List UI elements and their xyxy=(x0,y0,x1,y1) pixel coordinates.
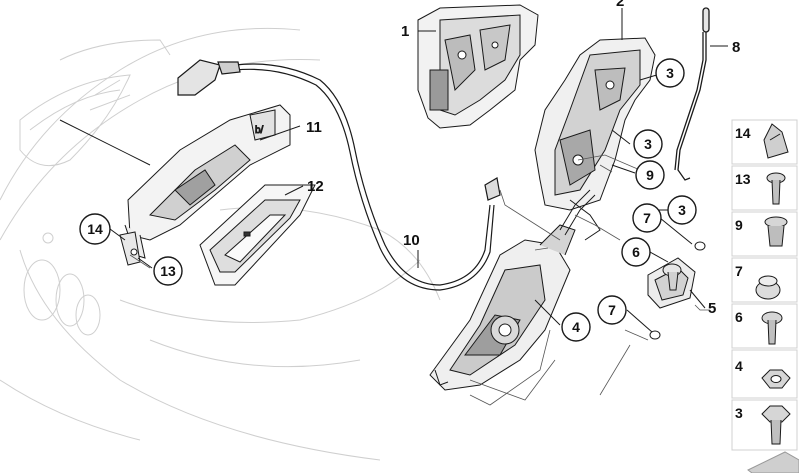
side-panel-row-6: 6 xyxy=(731,303,798,349)
plug-icon xyxy=(755,275,781,300)
corner-tile xyxy=(747,451,799,473)
part-7-plugs xyxy=(649,241,706,340)
part-8-rod xyxy=(674,7,710,181)
svg-text:9: 9 xyxy=(735,217,743,233)
part-1-lock-housing xyxy=(417,4,539,129)
callout-7b: 7 xyxy=(597,295,627,325)
clip-icon xyxy=(763,123,789,159)
callout-6: 6 xyxy=(621,237,651,267)
bracket-clip xyxy=(119,231,141,266)
callout-4: 4 xyxy=(561,312,591,342)
side-panel-row-3: 3 xyxy=(731,399,798,451)
svg-text:b/: b/ xyxy=(255,125,264,136)
svg-text:10: 10 xyxy=(403,232,420,249)
screw-icon xyxy=(761,311,783,345)
part-2-door-lock xyxy=(534,37,656,241)
linkage xyxy=(559,189,596,236)
hex-nut-icon xyxy=(761,369,791,389)
part-4-actuator xyxy=(429,224,576,391)
svg-text:12: 12 xyxy=(307,178,324,195)
svg-text:6: 6 xyxy=(735,309,743,325)
callout-7a: 7 xyxy=(632,203,662,233)
callout-2: 2 xyxy=(616,0,624,10)
door-background xyxy=(0,27,441,461)
side-panel-row-4: 4 xyxy=(731,349,798,399)
svg-text:13: 13 xyxy=(160,263,176,279)
svg-text:7: 7 xyxy=(608,302,616,318)
side-panel-row-9: 9 xyxy=(731,211,798,257)
svg-text:3: 3 xyxy=(644,136,652,152)
callout-10: 10 xyxy=(403,232,420,249)
svg-text:7: 7 xyxy=(643,210,651,226)
callout-11: 11 xyxy=(306,119,322,136)
leader-lines xyxy=(129,154,710,406)
callout-lines xyxy=(59,8,728,333)
side-panel-row-7: 7 xyxy=(731,257,798,303)
svg-text:14: 14 xyxy=(735,125,751,141)
callout-3a: 3 xyxy=(655,58,685,88)
hex-bolt-icon xyxy=(761,405,791,445)
part-12-handle-trim xyxy=(199,184,316,286)
screw-icon xyxy=(766,172,786,205)
callout-9: 9 xyxy=(635,160,665,190)
expanding-rivet-icon xyxy=(764,216,788,247)
svg-text:6: 6 xyxy=(632,244,640,260)
callout-8: 8 xyxy=(732,39,740,56)
svg-text:4: 4 xyxy=(735,358,743,374)
side-panel: 14 13 9 7 xyxy=(731,119,799,473)
callout-3b: 3 xyxy=(633,129,663,159)
svg-text:8: 8 xyxy=(732,39,740,56)
part-11-inner-handle-carrier: b/ xyxy=(124,104,291,259)
side-panel-row-14: 14 xyxy=(731,119,798,165)
svg-text:14: 14 xyxy=(87,221,103,237)
part-10-cable xyxy=(177,59,501,291)
side-panel-row-13: 13 xyxy=(731,165,798,211)
callout-3c: 3 xyxy=(667,195,697,225)
callout-14: 14 xyxy=(79,213,111,245)
svg-text:5: 5 xyxy=(708,300,716,317)
callout-5: 5 xyxy=(708,300,716,317)
svg-text:3: 3 xyxy=(735,405,743,421)
svg-text:11: 11 xyxy=(306,119,322,136)
svg-text:3: 3 xyxy=(666,65,674,81)
svg-text:1: 1 xyxy=(401,23,409,40)
svg-text:7: 7 xyxy=(735,263,743,279)
svg-text:2: 2 xyxy=(616,0,624,10)
svg-text:4: 4 xyxy=(572,319,580,335)
callout-13: 13 xyxy=(153,256,183,286)
callout-12: 12 xyxy=(307,178,324,195)
svg-text:9: 9 xyxy=(646,167,654,183)
part-6-screw xyxy=(662,263,682,291)
callout-1: 1 xyxy=(401,23,409,40)
svg-text:13: 13 xyxy=(735,171,751,187)
svg-text:3: 3 xyxy=(678,202,686,218)
